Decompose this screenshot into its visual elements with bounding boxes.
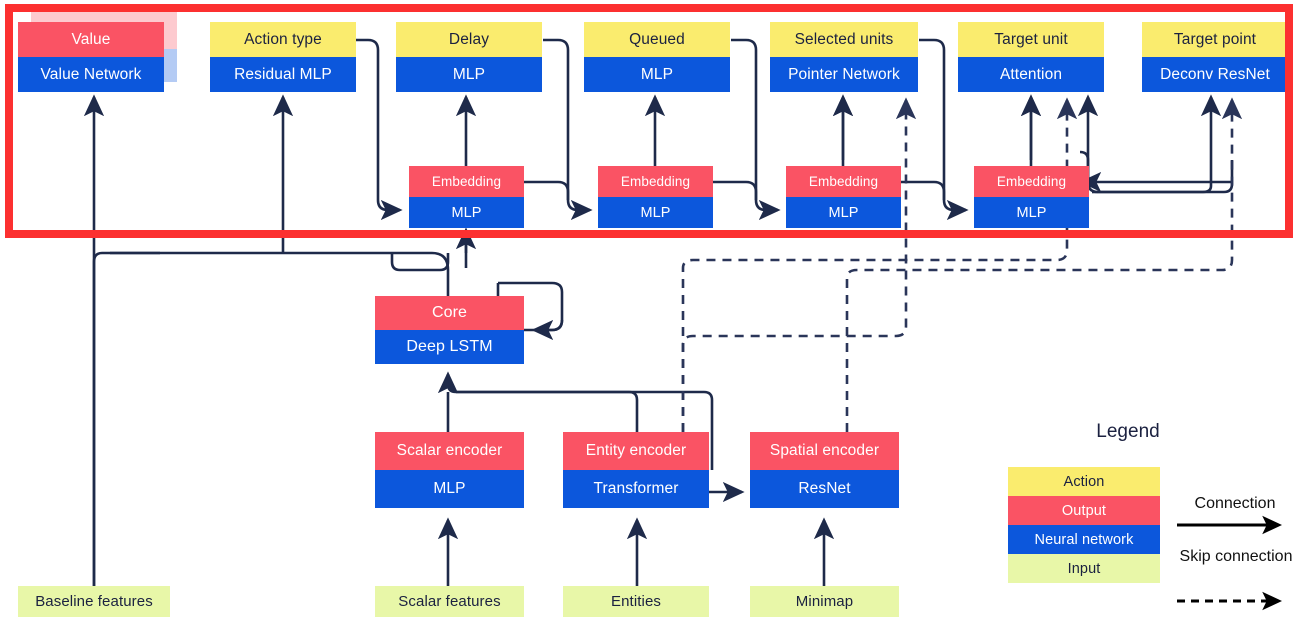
embedding-network-label: MLP <box>598 197 713 228</box>
encoder-output-label: Scalar encoder <box>375 432 524 470</box>
legend-swatch-neural-network: Neural network <box>1008 525 1160 554</box>
head-action-label: Selected units <box>770 22 918 57</box>
encoder-network-label: ResNet <box>750 470 899 508</box>
head-network-label: Residual MLP <box>210 57 356 92</box>
head-block-action-type[interactable]: Action type Residual MLP <box>210 22 356 92</box>
embedding-output-label: Embedding <box>598 166 713 197</box>
head-network-label: MLP <box>396 57 542 92</box>
legend-swatch-output: Output <box>1008 496 1160 525</box>
encoder-output-label: Spatial encoder <box>750 432 899 470</box>
core-block[interactable]: Core Deep LSTM <box>375 296 524 364</box>
head-network-label: Pointer Network <box>770 57 918 92</box>
core-output-label: Core <box>375 296 524 330</box>
encoder-block-entity[interactable]: Entity encoder Transformer <box>563 432 709 508</box>
legend-swatch-input: Input <box>1008 554 1160 583</box>
input-label: Baseline features <box>18 586 170 617</box>
head-action-label: Target point <box>1142 22 1288 57</box>
embedding-block-delay[interactable]: Embedding MLP <box>409 166 524 228</box>
embedding-block-queued[interactable]: Embedding MLP <box>598 166 713 228</box>
input-label: Scalar features <box>375 586 524 617</box>
head-network-label: Deconv ResNet <box>1142 57 1288 92</box>
encoder-network-label: MLP <box>375 470 524 508</box>
encoder-output-label: Entity encoder <box>563 432 709 470</box>
embedding-block-target-unit[interactable]: Embedding MLP <box>974 166 1089 228</box>
legend-arrow-icons <box>1177 515 1283 611</box>
input-block-scalar-features[interactable]: Scalar features <box>375 586 524 617</box>
input-label: Entities <box>563 586 709 617</box>
legend-swatches: Action Output Neural network Input <box>1008 467 1160 583</box>
head-block-target-point[interactable]: Target point Deconv ResNet <box>1142 22 1288 92</box>
head-action-label: Queued <box>584 22 730 57</box>
input-block-entities[interactable]: Entities <box>563 586 709 617</box>
encoder-network-label: Transformer <box>563 470 709 508</box>
head-block-selected-units[interactable]: Selected units Pointer Network <box>770 22 918 92</box>
input-block-minimap[interactable]: Minimap <box>750 586 899 617</box>
encoder-block-spatial[interactable]: Spatial encoder ResNet <box>750 432 899 508</box>
input-block-baseline-features[interactable]: Baseline features <box>18 586 170 617</box>
head-network-label: Attention <box>958 57 1104 92</box>
head-action-label: Target unit <box>958 22 1104 57</box>
head-block-value[interactable]: Value Value Network <box>18 22 164 92</box>
head-network-label: MLP <box>584 57 730 92</box>
head-action-label: Delay <box>396 22 542 57</box>
head-block-queued[interactable]: Queued MLP <box>584 22 730 92</box>
head-block-delay[interactable]: Delay MLP <box>396 22 542 92</box>
embedding-network-label: MLP <box>974 197 1089 228</box>
embedding-block-selected-units[interactable]: Embedding MLP <box>786 166 901 228</box>
input-label: Minimap <box>750 586 899 617</box>
embedding-output-label: Embedding <box>786 166 901 197</box>
embedding-network-label: MLP <box>409 197 524 228</box>
legend-swatch-action: Action <box>1008 467 1160 496</box>
head-action-label: Value <box>18 22 164 57</box>
core-network-label: Deep LSTM <box>375 330 524 364</box>
embedding-output-label: Embedding <box>409 166 524 197</box>
legend-connection-label: Connection <box>1194 495 1276 512</box>
legend-skip-connection-label: Skip connection <box>1179 548 1293 565</box>
embedding-network-label: MLP <box>786 197 901 228</box>
legend-title: Legend <box>1096 421 1160 442</box>
embedding-output-label: Embedding <box>974 166 1089 197</box>
head-network-label: Value Network <box>18 57 164 92</box>
encoder-block-scalar[interactable]: Scalar encoder MLP <box>375 432 524 508</box>
head-block-target-unit[interactable]: Target unit Attention <box>958 22 1104 92</box>
head-action-label: Action type <box>210 22 356 57</box>
